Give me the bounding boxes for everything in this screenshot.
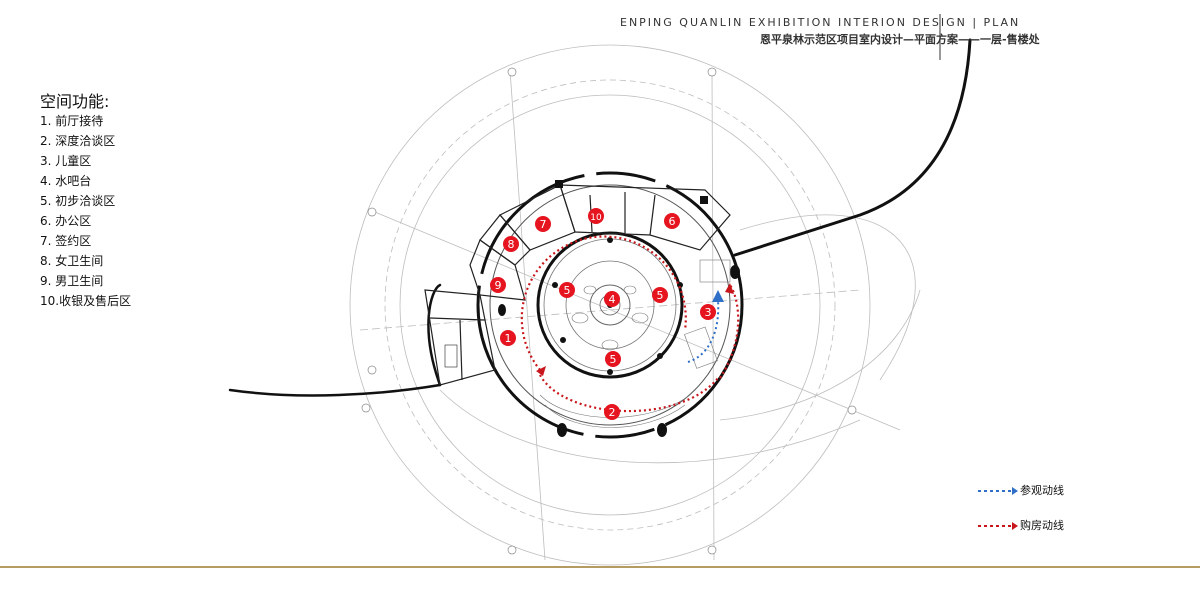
legend-item: 9. 男卫生间 (40, 274, 104, 288)
purchase-flow-key: 购房动线 (976, 515, 1176, 535)
site-outer-circle (349, 44, 871, 566)
purchase-flow-label: 购房动线 (1020, 519, 1064, 532)
building-outer-wall (476, 171, 744, 439)
legend-item: 2. 深度洽谈区 (40, 134, 116, 148)
area-marker (490, 277, 506, 293)
legend-item: 7. 签约区 (40, 234, 92, 248)
spiral-wall-outer (733, 38, 972, 257)
area-marker (588, 208, 604, 224)
legend-item: 3. 儿童区 (40, 154, 92, 168)
area-marker (604, 291, 620, 307)
area-marker (605, 351, 621, 367)
visit-flow-path (687, 299, 720, 363)
title-english: ENPING QUANLIN EXHIBITION INTERION DESIG… (620, 16, 1021, 29)
area-marker-label: 7 (540, 218, 547, 231)
visit-flow-label: 参观动线 (1020, 484, 1064, 497)
legend-item: 6. 办公区 (40, 214, 92, 228)
area-markers: 1 2 3 4 5 5 5 6 7 8 9 10 (490, 208, 716, 420)
legend-item: 5. 初步洽谈区 (40, 194, 116, 208)
area-marker (535, 216, 551, 232)
area-marker (604, 404, 620, 420)
legend-list: 1. 前厅接待 2. 深度洽谈区 3. 儿童区 4. 水吧台 5. 初步洽谈区 … (40, 111, 131, 311)
legend-item: 10.收银及售后区 (40, 294, 132, 308)
area-marker (664, 213, 680, 229)
site-middle-circle (384, 79, 836, 531)
area-marker-label: 10 (590, 213, 602, 223)
purchase-flow-path (520, 235, 687, 371)
site-inner-circle (399, 94, 821, 516)
title-chinese: 恩平泉林示范区项目室内设计—平面方案——一层-售楼处 (760, 33, 1040, 46)
area-marker-label: 6 (669, 215, 676, 228)
area-marker (700, 304, 716, 320)
legend-heading: 空间功能: (40, 92, 110, 111)
area-marker (559, 282, 575, 298)
legend-item: 4. 水吧台 (40, 174, 92, 188)
area-marker-label: 5 (564, 284, 571, 297)
area-marker-label: 8 (508, 238, 515, 251)
area-marker-label: 4 (609, 293, 616, 306)
bottom-rule (0, 566, 1200, 568)
area-marker-label: 9 (495, 279, 502, 292)
area-marker (500, 330, 516, 346)
area-marker-label: 1 (505, 332, 512, 345)
area-marker (503, 236, 519, 252)
area-marker-label: 3 (705, 306, 712, 319)
area-marker-label: 2 (609, 406, 616, 419)
visit-flow-key: 参观动线 (976, 480, 1176, 500)
legend-item: 1. 前厅接待 (40, 114, 104, 128)
area-marker (652, 287, 668, 303)
area-marker-label: 5 (610, 353, 617, 366)
legend-item: 8. 女卫生间 (40, 254, 104, 268)
area-marker-label: 5 (657, 289, 664, 302)
